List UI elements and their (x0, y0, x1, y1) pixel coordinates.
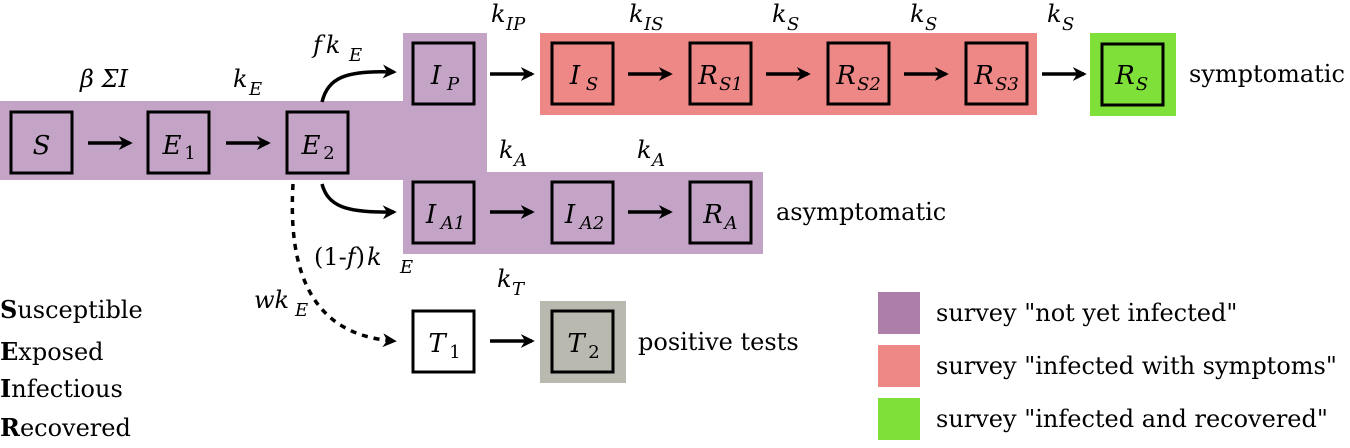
node-IS: I S (550, 41, 615, 106)
node-RS: R S (1100, 42, 1165, 107)
svg-text:k: k (629, 0, 644, 28)
svg-text:I: I (569, 61, 581, 91)
svg-text:R: R (973, 61, 994, 91)
svg-text:T: T (567, 329, 586, 359)
svg-text:P: P (446, 74, 460, 95)
svg-text:E: E (294, 300, 308, 321)
glossary: Susceptible Exposed Infectious Recovered (0, 295, 143, 442)
svg-text:A1: A1 (439, 213, 465, 234)
legend-label: survey "not yet infected" (936, 299, 1237, 327)
rate-beta: β ΣI (79, 65, 128, 93)
node-IP: I P (411, 41, 476, 106)
rate-one-minus-f-kE: (1-f)k E (314, 243, 413, 278)
svg-text:I: I (564, 200, 576, 230)
svg-text:k: k (491, 0, 506, 28)
svg-text:E: E (399, 257, 413, 278)
svg-text:T: T (512, 279, 526, 300)
glossary-item: Recovered (0, 413, 131, 442)
svg-text:k: k (233, 65, 248, 93)
arrow-E2-IA1 (320, 183, 397, 220)
svg-text:k: k (910, 0, 925, 28)
svg-text:T: T (428, 329, 447, 359)
svg-text:R: R (835, 61, 856, 91)
svg-text:A2: A2 (578, 213, 604, 234)
arrow-E2-T1-dashed (290, 183, 397, 348)
svg-text:A: A (723, 213, 738, 234)
svg-text:k: k (637, 136, 652, 164)
rate-kE: k E (233, 65, 262, 100)
node-E1: E 1 (146, 110, 211, 175)
rate-kT: k T (497, 265, 526, 300)
svg-text:S: S (1062, 14, 1074, 35)
rate-kIS: k IS (629, 0, 663, 35)
svg-text:wk: wk (254, 286, 289, 314)
svg-text:E: E (348, 45, 362, 66)
node-S: S (9, 110, 74, 175)
svg-text:2: 2 (588, 342, 599, 363)
svg-text:S2: S2 (857, 74, 881, 95)
svg-text:R: R (1114, 61, 1135, 91)
rate-kS-3: k S (1047, 0, 1074, 35)
svg-text:k: k (497, 265, 512, 293)
svg-text:S3: S3 (995, 74, 1019, 95)
svg-text:1: 1 (184, 143, 195, 164)
svg-text:R: R (697, 61, 718, 91)
svg-text:S: S (1136, 74, 1148, 95)
arrow-E2-IP (320, 64, 397, 103)
svg-text:E: E (301, 131, 321, 161)
svg-text:A: A (512, 150, 527, 171)
label-symptomatic: symptomatic (1189, 60, 1345, 88)
svg-text:R: R (702, 200, 723, 230)
legend-swatch-green (878, 398, 920, 440)
svg-text:A: A (650, 150, 665, 171)
rate-kS-1: k S (772, 0, 799, 35)
not-yet-infected-region (0, 33, 763, 254)
svg-text:k: k (772, 0, 787, 28)
node-RS2: R S2 (826, 41, 891, 106)
label-asymptomatic: asymptomatic (776, 198, 946, 226)
svg-text:fk: fk (311, 31, 340, 59)
svg-text:(1-f)k: (1-f)k (314, 243, 382, 271)
svg-text:E: E (162, 131, 182, 161)
svg-text:S: S (33, 131, 51, 161)
rate-kS-2: k S (910, 0, 937, 35)
legend-label: survey "infected and recovered" (936, 405, 1328, 433)
legend: survey "not yet infected" survey "infect… (878, 292, 1337, 440)
glossary-item: Exposed (0, 337, 104, 366)
svg-text:S: S (787, 14, 799, 35)
svg-text:E: E (248, 79, 262, 100)
node-RS3: R S3 (964, 41, 1029, 106)
svg-text:k: k (1047, 0, 1062, 28)
glossary-item: Susceptible (0, 295, 143, 324)
rate-kA-2: k A (637, 136, 665, 171)
node-T1: T 1 (411, 309, 476, 374)
node-IA2: I A2 (550, 180, 615, 245)
legend-label: survey "infected with symptoms" (936, 352, 1337, 380)
label-positive-tests: positive tests (638, 328, 799, 356)
node-T2: T 2 (550, 309, 615, 374)
node-RS1: R S1 (688, 41, 753, 106)
svg-text:I: I (430, 61, 442, 91)
svg-text:IP: IP (505, 14, 526, 35)
legend-swatch-purple (878, 292, 920, 334)
rate-kIP: k IP (491, 0, 526, 35)
node-RA: R A (688, 180, 753, 245)
svg-text:S: S (586, 74, 598, 95)
rate-kA-1: k A (499, 136, 527, 171)
svg-text:I: I (425, 200, 437, 230)
svg-text:k: k (499, 136, 514, 164)
node-IA1: I A1 (411, 180, 476, 245)
glossary-item: Infectious (0, 374, 123, 403)
svg-text:S: S (925, 14, 937, 35)
rate-wkE: wk E (254, 286, 308, 321)
legend-swatch-red (878, 345, 920, 387)
node-E2: E 2 (285, 110, 350, 175)
svg-text:2: 2 (323, 143, 334, 164)
svg-text:S1: S1 (719, 74, 743, 95)
svg-text:1: 1 (449, 342, 460, 363)
svg-text:IS: IS (643, 14, 663, 35)
